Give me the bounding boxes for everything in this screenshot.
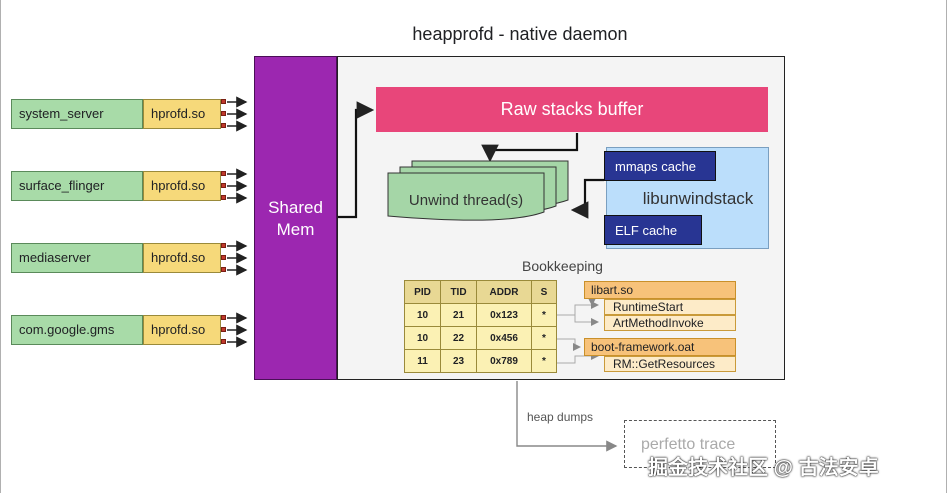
symbol-func: ArtMethodInvoke	[604, 315, 736, 331]
table-header-row: PID TID ADDR S	[404, 280, 557, 304]
lib-hprofd-system-server: hprofd.so	[143, 99, 221, 129]
diagram-title: heapprofd - native daemon	[412, 24, 628, 44]
symbol-func: RM::GetResources	[604, 356, 736, 372]
col-addr: ADDR	[476, 280, 532, 304]
libunwindstack-label: libunwindstack	[642, 189, 754, 208]
bookkeeping-table: PID TID ADDR S 10 21 0x123 * 10 22 0x456…	[404, 280, 557, 373]
pin	[221, 111, 226, 116]
pin	[221, 195, 226, 200]
pin	[221, 339, 226, 344]
right-frame-line	[946, 0, 947, 493]
process-com-google-gms: com.google.gms	[11, 315, 143, 345]
table-cell: 23	[440, 349, 477, 373]
perfetto-trace-box	[624, 420, 776, 468]
mmaps-cache-box: mmaps cache	[604, 151, 716, 181]
raw-stacks-buffer: Raw stacks buffer	[376, 87, 768, 132]
pin	[221, 315, 226, 320]
lib-hprofd-surface-flinger: hprofd.so	[143, 171, 221, 201]
lib-hprofd-com-google-gms: hprofd.so	[143, 315, 221, 345]
symbol-lib-boot-framework: boot-framework.oat	[584, 338, 736, 356]
table-row: 11 23 0x789 *	[404, 349, 557, 373]
unwind-thread-label: Unwind thread(s)	[408, 192, 524, 209]
pin	[221, 255, 226, 260]
table-cell: 0x789	[476, 349, 532, 373]
col-s: S	[531, 280, 557, 304]
table-cell: *	[531, 303, 557, 327]
perfetto-trace-label: perfetto trace	[641, 436, 736, 453]
process-mediaserver: mediaserver	[11, 243, 143, 273]
heap-dumps-label: heap dumps	[527, 410, 594, 424]
col-tid: TID	[440, 280, 477, 304]
col-pid: PID	[404, 280, 441, 304]
table-cell: *	[531, 349, 557, 373]
table-cell: 21	[440, 303, 477, 327]
pin	[221, 267, 226, 272]
table-cell: 0x456	[476, 326, 532, 350]
table-cell: 22	[440, 326, 477, 350]
pin	[221, 171, 226, 176]
table-row: 10 21 0x123 *	[404, 303, 557, 327]
table-cell: 11	[404, 349, 441, 373]
table-cell: *	[531, 326, 557, 350]
table-cell: 10	[404, 326, 441, 350]
lib-hprofd-mediaserver: hprofd.so	[143, 243, 221, 273]
symbol-lib-libart: libart.so	[584, 281, 736, 299]
symbol-func: RuntimeStart	[604, 299, 736, 315]
pin	[221, 183, 226, 188]
table-row: 10 22 0x456 *	[404, 326, 557, 350]
left-frame-line	[0, 0, 1, 493]
pin	[221, 99, 226, 104]
shared-mem-block	[254, 56, 337, 380]
pin	[221, 327, 226, 332]
pin	[221, 243, 226, 248]
bookkeeping-title: Bookkeeping	[522, 258, 603, 274]
pin	[221, 123, 226, 128]
elf-cache-box: ELF cache	[604, 215, 702, 245]
shared-mem-label: Shared Mem	[268, 198, 323, 239]
process-system-server: system_server	[11, 99, 143, 129]
table-cell: 0x123	[476, 303, 532, 327]
watermark: 掘金技术社区 @ 古法安卓	[648, 457, 879, 479]
process-surface-flinger: surface_flinger	[11, 171, 143, 201]
table-cell: 10	[404, 303, 441, 327]
